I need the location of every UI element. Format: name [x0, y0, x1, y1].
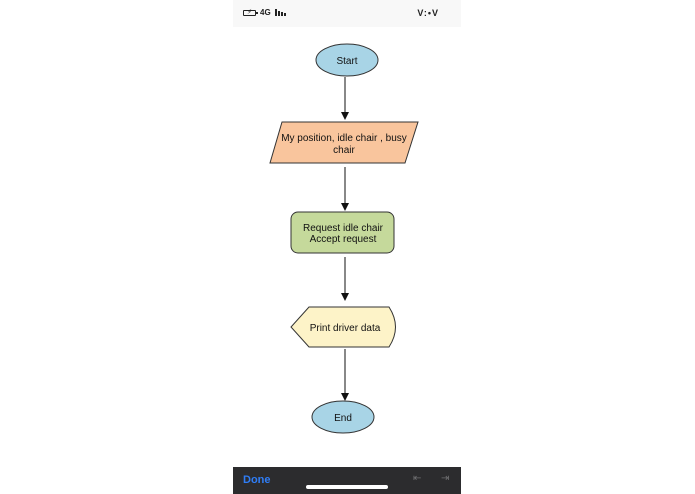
- phone-screen: ⚡ 4G V:•V Start My position, idle chair …: [233, 0, 461, 494]
- display-shape: [290, 306, 396, 348]
- status-left: ⚡ 4G: [243, 8, 286, 17]
- network-type: 4G: [260, 8, 271, 17]
- node-input[interactable]: My position, idle chair , busy chair: [269, 121, 419, 164]
- done-button[interactable]: Done: [243, 474, 271, 486]
- node-end[interactable]: End: [311, 400, 375, 434]
- process-shape: [290, 211, 395, 254]
- process-label-line-2: Accept request: [310, 234, 377, 245]
- arrow-left-icon[interactable]: ⇤: [413, 473, 422, 484]
- process-label-line-1: Request idle chair: [303, 223, 384, 234]
- input-shape: [269, 121, 419, 164]
- start-shape: [315, 43, 379, 77]
- bottom-toolbar: Done ⇤ ⇥: [233, 467, 461, 494]
- arrow-right-icon[interactable]: ⇥: [441, 473, 450, 484]
- battery-icon: ⚡: [243, 9, 258, 16]
- input-label-line-2: chair: [333, 145, 355, 156]
- node-display[interactable]: Print driver data: [290, 306, 396, 348]
- start-label: Start: [336, 56, 357, 67]
- signal-icon: [274, 9, 286, 16]
- input-label-line-1: My position, idle chair , busy: [281, 133, 407, 144]
- end-label: End: [334, 413, 352, 424]
- flowchart-canvas: Start My position, idle chair , busy cha…: [269, 43, 419, 434]
- node-start[interactable]: Start: [315, 43, 379, 77]
- status-time: V:•V: [417, 8, 439, 18]
- node-process[interactable]: Request idle chair Accept request: [290, 211, 395, 254]
- status-bar: ⚡ 4G V:•V: [233, 0, 461, 27]
- end-shape: [311, 400, 375, 434]
- display-label: Print driver data: [310, 323, 381, 334]
- home-indicator[interactable]: [306, 485, 388, 489]
